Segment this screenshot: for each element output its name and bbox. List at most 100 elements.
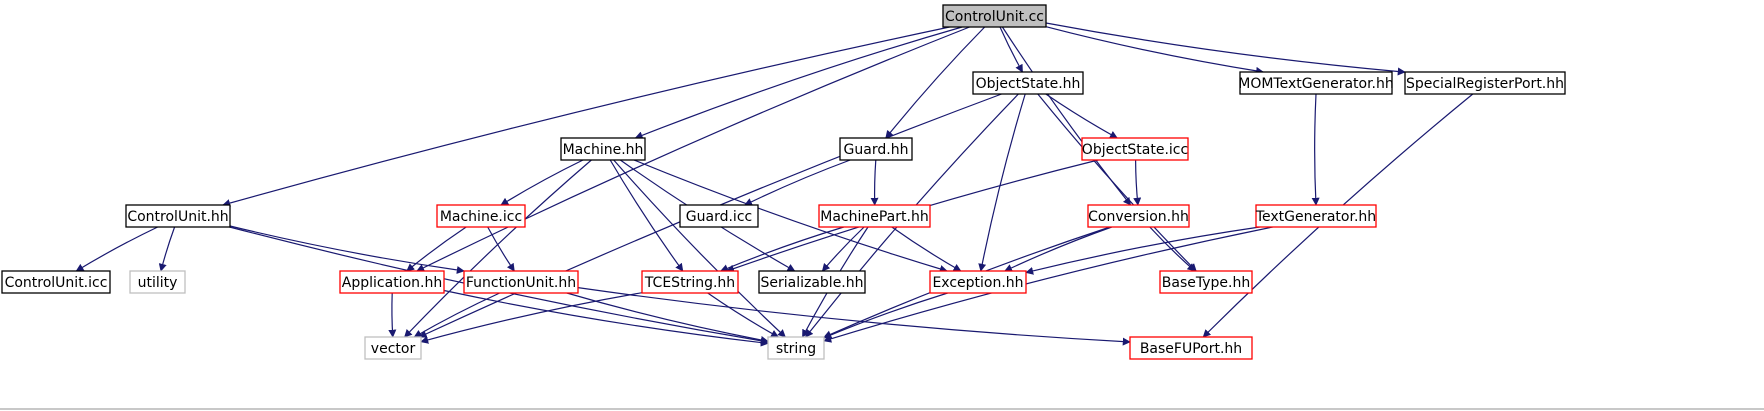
edge-objectstate-icc-to-conversion-hh [1133, 159, 1142, 206]
node-controlunit-icc[interactable]: ControlUnit.icc [1, 270, 111, 294]
edge-controlunit-cc-to-conversion-hh [1001, 26, 1132, 206]
node-box-objectstate-icc[interactable] [1081, 137, 1189, 161]
node-label-objectstate-icc: ObjectState.icc [1082, 142, 1188, 158]
node-label-exception-hh: Exception.hh [932, 275, 1023, 291]
bottom-divider [0, 408, 1764, 410]
edge-controlunit-cc-to-controlunit-hh [222, 26, 950, 207]
node-box-functionunit-hh[interactable] [463, 270, 579, 294]
edge-objectstate-hh-to-basetype-hh [1037, 93, 1197, 272]
edge-functionunit-hh-to-vector [413, 292, 500, 338]
edge-momtextgenerator-hh-to-textgenerator-hh [1311, 93, 1320, 206]
node-box-machine-hh[interactable] [560, 137, 646, 161]
node-label-controlunit-icc: ControlUnit.icc [5, 275, 108, 291]
node-box-vector[interactable] [364, 336, 422, 360]
edge-machine-hh-to-tcestring-hh [609, 159, 684, 272]
edge-machine-hh-to-machine-icc [500, 159, 584, 206]
node-label-serializable-hh: Serializable.hh [760, 275, 863, 291]
node-box-serializable-hh[interactable] [758, 270, 866, 294]
edge-tcestring-hh-to-string [707, 292, 779, 338]
node-guard-icc[interactable]: Guard.icc [679, 204, 759, 228]
node-box-textgenerator-hh[interactable] [1255, 204, 1377, 228]
node-functionunit-hh[interactable]: FunctionUnit.hh [463, 270, 579, 294]
edge-guard-hh-to-machinepart-hh [870, 159, 879, 206]
edge-textgenerator-hh-to-string [823, 226, 1273, 343]
node-machine-icc[interactable]: Machine.icc [436, 204, 526, 228]
edge-exception-hh-to-string [823, 292, 948, 339]
node-label-functionunit-hh: FunctionUnit.hh [466, 275, 576, 291]
edge-conversion-hh-to-exception-hh [1004, 226, 1113, 272]
node-box-machine-icc[interactable] [436, 204, 526, 228]
edge-controlunit-cc-to-momtextgenerator-hh [1045, 26, 1264, 75]
edge-conversion-hh-to-basetype-hh [1149, 226, 1196, 272]
edge-controlunit-cc-to-specialregisterport-hh [1045, 22, 1406, 76]
edges-layer [75, 22, 1474, 347]
node-controlunit-cc[interactable]: ControlUnit.cc [942, 4, 1047, 28]
node-exception-hh[interactable]: Exception.hh [929, 270, 1027, 294]
node-label-specialregisterport-hh: SpecialRegisterPort.hh [1406, 76, 1564, 92]
node-textgenerator-hh[interactable]: TextGenerator.hh [1255, 204, 1377, 228]
node-label-utility: utility [138, 275, 178, 291]
node-machinepart-hh[interactable]: MachinePart.hh [818, 204, 931, 228]
node-guard-hh[interactable]: Guard.hh [839, 137, 913, 161]
node-tcestring-hh[interactable]: TCEString.hh [641, 270, 739, 294]
edge-machine-hh-to-exception-hh [633, 159, 948, 273]
node-string[interactable]: string [767, 336, 825, 360]
node-box-guard-icc[interactable] [679, 204, 759, 228]
node-box-string[interactable] [767, 336, 825, 360]
node-box-conversion-hh[interactable] [1087, 204, 1190, 228]
node-box-guard-hh[interactable] [839, 137, 913, 161]
edge-controlunit-hh-to-controlunit-icc [75, 226, 158, 272]
edge-controlunit-cc-to-machine-hh [634, 26, 963, 140]
node-conversion-hh[interactable]: Conversion.hh [1087, 204, 1190, 228]
edge-controlunit-cc-to-application-hh [416, 26, 970, 272]
node-basetype-hh[interactable]: BaseType.hh [1159, 270, 1253, 294]
edge-textgenerator-hh-to-exception-hh [1025, 226, 1260, 275]
node-box-basetype-hh[interactable] [1159, 270, 1253, 294]
edge-application-hh-to-string [443, 289, 769, 347]
node-label-basetype-hh: BaseType.hh [1162, 275, 1250, 291]
node-box-momtextgenerator-hh[interactable] [1239, 71, 1393, 95]
node-box-controlunit-icc[interactable] [1, 270, 111, 294]
node-label-machine-hh: Machine.hh [563, 142, 644, 158]
edge-guard-hh-to-guard-icc [744, 159, 851, 206]
node-label-controlunit-cc: ControlUnit.cc [945, 9, 1044, 25]
node-vector[interactable]: vector [364, 336, 422, 360]
node-box-exception-hh[interactable] [929, 270, 1027, 294]
node-box-specialregisterport-hh[interactable] [1404, 71, 1566, 95]
node-objectstate-icc[interactable]: ObjectState.icc [1081, 137, 1189, 161]
edge-controlunit-hh-to-utility [158, 226, 176, 272]
node-box-controlunit-cc[interactable] [942, 4, 1047, 28]
node-box-tcestring-hh[interactable] [641, 270, 739, 294]
node-specialregisterport-hh[interactable]: SpecialRegisterPort.hh [1404, 71, 1566, 95]
node-label-machine-icc: Machine.icc [440, 209, 522, 225]
edge-machine-icc-to-functionunit-hh [487, 226, 515, 272]
node-box-objectstate-hh[interactable] [972, 71, 1084, 95]
node-utility[interactable]: utility [129, 270, 186, 294]
node-label-application-hh: Application.hh [342, 275, 442, 291]
node-label-basefuport-hh: BaseFUPort.hh [1140, 341, 1242, 357]
node-label-guard-icc: Guard.icc [686, 209, 752, 225]
node-serializable-hh[interactable]: Serializable.hh [758, 270, 866, 294]
node-momtextgenerator-hh[interactable]: MOMTextGenerator.hh [1238, 71, 1394, 95]
node-controlunit-hh[interactable]: ControlUnit.hh [125, 204, 231, 228]
node-box-application-hh[interactable] [339, 270, 445, 294]
node-box-machinepart-hh[interactable] [818, 204, 931, 228]
node-application-hh[interactable]: Application.hh [339, 270, 445, 294]
node-machine-hh[interactable]: Machine.hh [560, 137, 646, 161]
node-box-basefuport-hh[interactable] [1129, 336, 1253, 360]
node-label-vector: vector [371, 341, 416, 357]
node-basefuport-hh[interactable]: BaseFUPort.hh [1129, 336, 1253, 360]
edge-controlunit-cc-to-guard-hh [885, 26, 986, 139]
edge-controlunit-cc-to-objectstate-hh [999, 26, 1024, 73]
node-box-utility[interactable] [129, 270, 186, 294]
edge-machinepart-hh-to-serializable-hh [821, 226, 865, 272]
node-label-string: string [776, 341, 816, 357]
edge-objectstate-hh-to-exception-hh [978, 93, 1026, 272]
edge-functionunit-hh-to-basefuport-hh [577, 287, 1131, 346]
node-label-textgenerator-hh: TextGenerator.hh [1255, 209, 1376, 225]
node-box-controlunit-hh[interactable] [125, 204, 231, 228]
node-objectstate-hh[interactable]: ObjectState.hh [972, 71, 1084, 95]
node-label-tcestring-hh: TCEString.hh [644, 275, 735, 291]
